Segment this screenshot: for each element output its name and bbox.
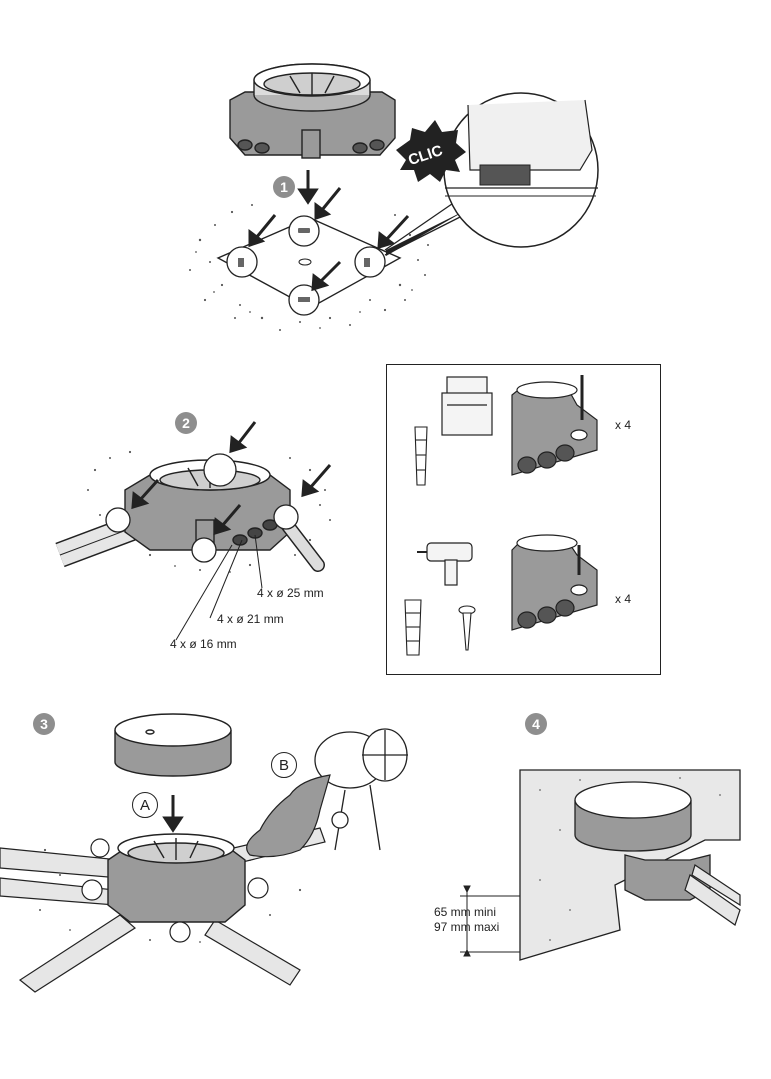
depth-max-label: 97 mm maxi: [434, 920, 500, 934]
power-drill-icon: [417, 542, 473, 586]
lid-cover: [114, 713, 232, 777]
fixing-count-top: x 4: [615, 418, 632, 432]
junction-box-top: [229, 63, 396, 159]
label-a-badge: A: [132, 792, 158, 818]
step-2-panel: 2 4 x ø 25 mm 4 x ø 21 mm 4 x ø 16 mm: [0, 340, 380, 680]
fixing-options-box: x 4 x 4: [386, 364, 661, 675]
conduit-25mm-label: 4 x ø 25 mm: [257, 586, 324, 600]
plug-anchor-icon: [414, 426, 428, 486]
step-2-illustration: [55, 421, 332, 641]
wall-plug-icon: [404, 599, 422, 656]
fixing-illustration: [404, 373, 607, 656]
hammer-drill-icon: [441, 376, 493, 436]
fixing-count-bottom: x 4: [615, 592, 632, 606]
screw-icon: [458, 605, 476, 651]
depth-min-label: 65 mm mini: [434, 905, 497, 919]
zoom-detail: [443, 92, 599, 248]
concrete-pour: [246, 774, 331, 858]
conduit-21mm-label: 4 x ø 21 mm: [217, 612, 284, 626]
box-fixing-detail-top: [507, 373, 607, 488]
step-4-badge: 4: [525, 713, 547, 735]
step-1-panel: CLIC 1: [0, 0, 771, 340]
box-with-cover-slot: [107, 833, 246, 923]
step-1-badge: 1: [273, 176, 295, 198]
conduit-16mm-label: 4 x ø 16 mm: [170, 637, 237, 651]
step-3-illustration: [0, 713, 408, 993]
step-2-badge: 2: [175, 412, 197, 434]
step-3-panel: 3 A B: [0, 700, 420, 1000]
clic-starburst: [396, 120, 466, 182]
box-fixing-detail-bottom: [511, 534, 598, 631]
label-b-badge: B: [271, 752, 297, 778]
concrete-mixer-icon: [314, 728, 408, 851]
step-3-badge: 3: [33, 713, 55, 735]
ground-speckle: [189, 204, 429, 331]
insert-arrows: [248, 170, 410, 292]
step-4-illustration: [460, 769, 741, 961]
step-1-illustration: [189, 63, 599, 331]
step-4-panel: 4 65 mm mini 97 mm maxi: [420, 700, 771, 1000]
